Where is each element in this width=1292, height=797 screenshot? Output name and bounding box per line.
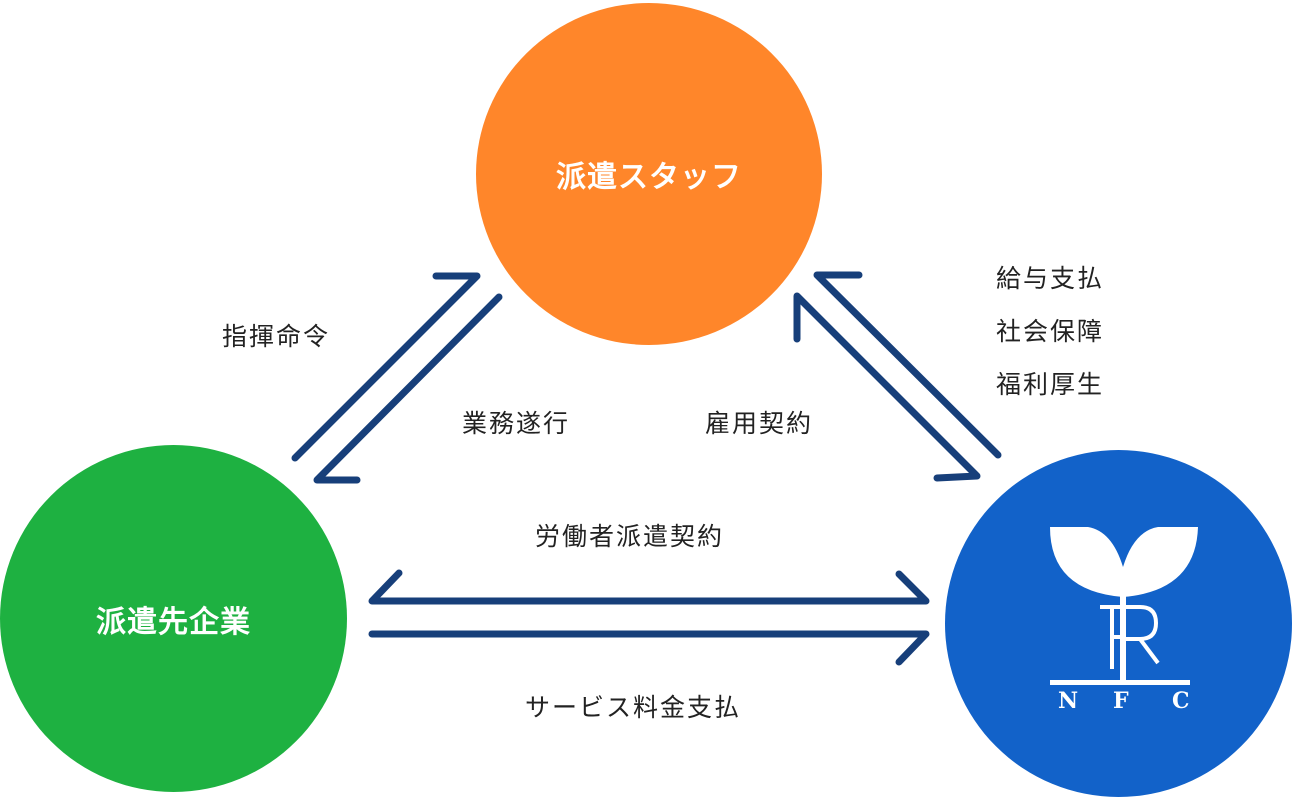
nfc-logo-icon: N F C <box>1050 527 1198 714</box>
label-command: 指揮命令 <box>222 322 331 351</box>
arrow-work-to-client <box>313 293 503 484</box>
arrow-benefits-to-staff <box>813 271 1002 459</box>
node-client-company: 派遣先企業 <box>0 445 347 792</box>
benefits-list: 給与支払 社会保障 福利厚生 <box>996 262 1104 421</box>
sprout-leaves-icon <box>1050 527 1198 597</box>
label-work-execution: 業務遂行 <box>462 409 571 438</box>
node-staff-label: 派遣スタッフ <box>556 160 742 195</box>
node-agency <box>945 450 1292 797</box>
node-client-label: 派遣先企業 <box>96 604 251 640</box>
benefit-item: 福利厚生 <box>996 370 1105 399</box>
logo-letter-n: N <box>1058 688 1078 714</box>
label-service-fee: サービス料金支払 <box>525 693 742 722</box>
logo-letter-c: C <box>1172 688 1190 714</box>
logo-letter-f: F <box>1113 688 1129 714</box>
arrow-command-to-staff <box>291 272 481 462</box>
label-employment-contract: 雇用契約 <box>705 409 814 438</box>
arrow-employment-contract <box>793 292 981 482</box>
node-staff: 派遣スタッフ <box>476 3 822 345</box>
label-dispatch-contract: 労働者派遣契約 <box>535 522 725 551</box>
arrow-service-fee <box>368 630 930 666</box>
arrow-dispatch-contract <box>368 569 930 605</box>
benefit-item: 給与支払 <box>996 264 1105 293</box>
benefit-item: 社会保障 <box>996 317 1105 346</box>
